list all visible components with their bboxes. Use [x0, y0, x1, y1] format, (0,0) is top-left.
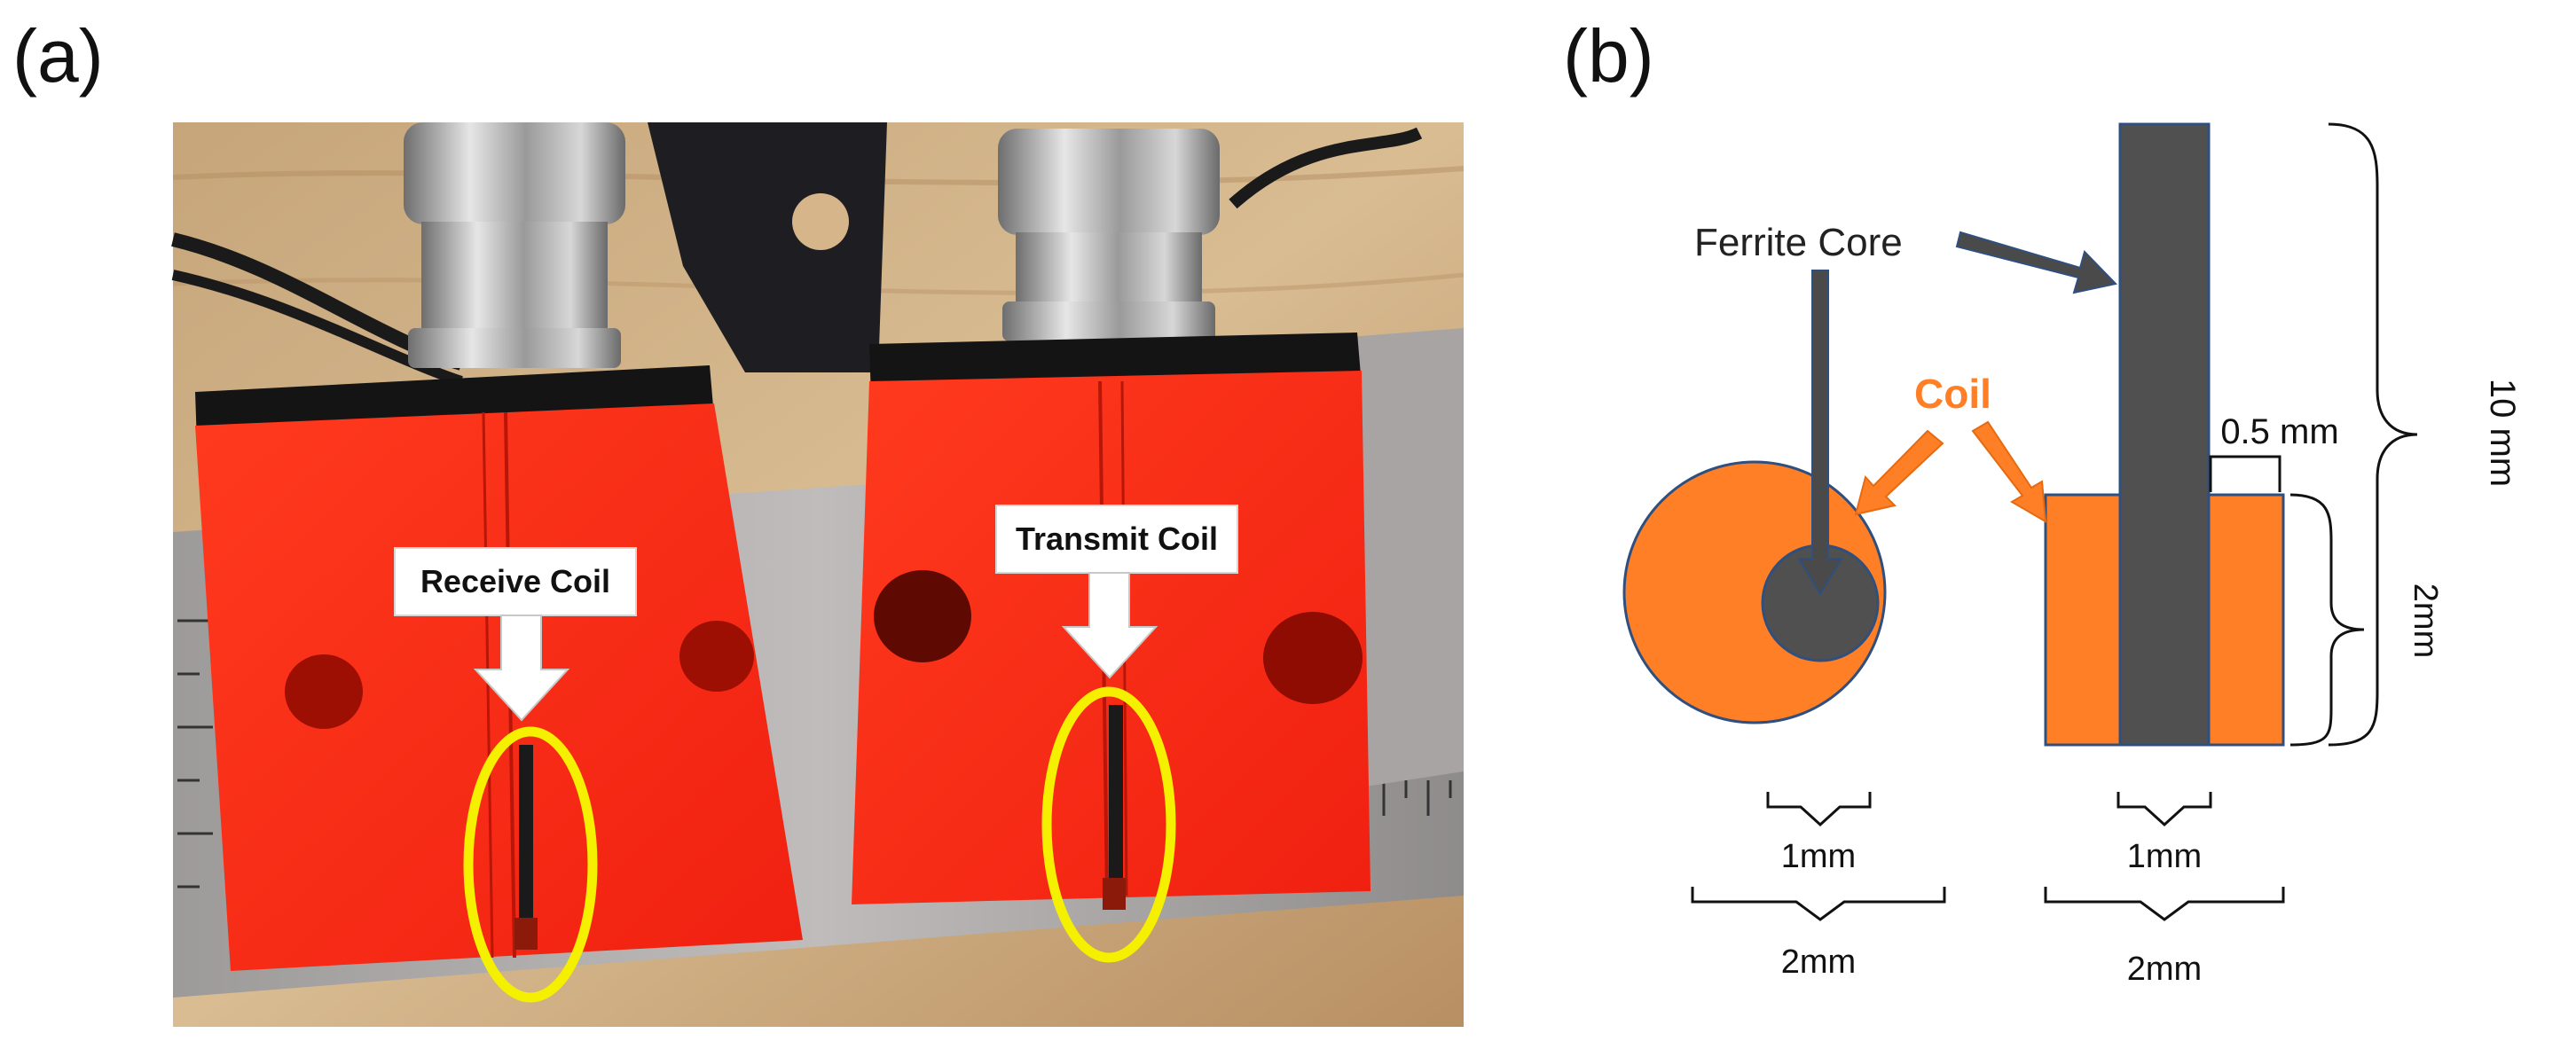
receive-coil-arrow: [473, 615, 570, 722]
block-groove: [482, 411, 494, 959]
transmit-coil-label: Transmit Coil: [1016, 521, 1218, 557]
coil-height-brace: [2289, 493, 2365, 747]
coil-stub: [1103, 878, 1126, 910]
receive-coil-block: [195, 365, 803, 971]
transmit-coil-highlight: [1041, 686, 1176, 963]
receive-coil-callout: Receive Coil: [394, 547, 637, 722]
total-length-brace: [2328, 122, 2418, 747]
photo: Receive Coil Transmit Coil: [171, 122, 1465, 1027]
coil-arrow-left: [1854, 429, 1944, 516]
top-inner-label: 1mm: [1781, 838, 1856, 875]
coil-body-right: [2207, 493, 2285, 747]
coil-height-label: 2mm: [2407, 583, 2444, 658]
transmit-coil-label-box: [995, 505, 1238, 574]
coil-slot: [1109, 705, 1123, 882]
screw-hole: [679, 621, 754, 692]
top-outer-label: 2mm: [1781, 943, 1856, 981]
coil-side-view: [2044, 122, 2285, 747]
side-inner-label: 1mm: [2127, 838, 2202, 875]
coil-label: Coil: [1914, 371, 1991, 417]
ferrite-core-rod: [2118, 122, 2211, 747]
bnc-connector-left: [404, 122, 625, 368]
ferrite-core-label: Ferrite Core: [1694, 221, 1903, 264]
side-outer-label: 2mm: [2127, 951, 2202, 988]
transmit-coil-callout: Transmit Coil: [995, 505, 1238, 679]
bracket: [648, 122, 887, 372]
receive-coil-highlight: [463, 726, 598, 1003]
panel-a: (a): [12, 14, 1465, 1027]
transmit-coil-block: [852, 333, 1370, 910]
receive-coil-label-box: [394, 547, 637, 616]
coil-top-view: [1622, 460, 1887, 724]
panel-a-label: (a): [12, 14, 104, 98]
coil-arrow-right: [1971, 420, 2047, 523]
ferrite-core-arrow-down: [1797, 270, 1843, 596]
thickness-bracket: [2209, 455, 2281, 492]
coil-arrows: [1854, 420, 2047, 523]
total-length-label: 10 mm: [2483, 379, 2522, 487]
screw-hole: [1263, 612, 1363, 704]
top-inner-brace: [1766, 792, 1872, 827]
cable: [1229, 127, 1423, 209]
ferrite-core-arrow-right: [1955, 231, 2117, 294]
coil-stub: [514, 918, 538, 950]
top-outer-brace: [1691, 887, 1946, 921]
screw-hole: [874, 570, 971, 662]
bnc-connector-right: [998, 129, 1220, 341]
receive-coil-label: Receive Coil: [420, 563, 610, 599]
coil-slot: [519, 745, 533, 922]
cable: [171, 270, 463, 387]
side-inner-brace: [2117, 792, 2212, 827]
metal-ruler-strip: [1348, 328, 1464, 789]
panel-b-label: (b): [1563, 14, 1654, 98]
bracket-hole: [792, 193, 849, 250]
screw-hole: [285, 654, 363, 729]
side-outer-brace: [2044, 887, 2285, 921]
ferrite-core-arrows: [1797, 231, 2117, 596]
panel-b: (b) Ferrite Core Coil 0.5 mm 10 mm: [1563, 14, 2522, 988]
thickness-label: 0.5 mm: [2220, 412, 2338, 451]
transmit-coil-arrow: [1061, 572, 1158, 679]
coil-body-left: [2044, 493, 2122, 747]
